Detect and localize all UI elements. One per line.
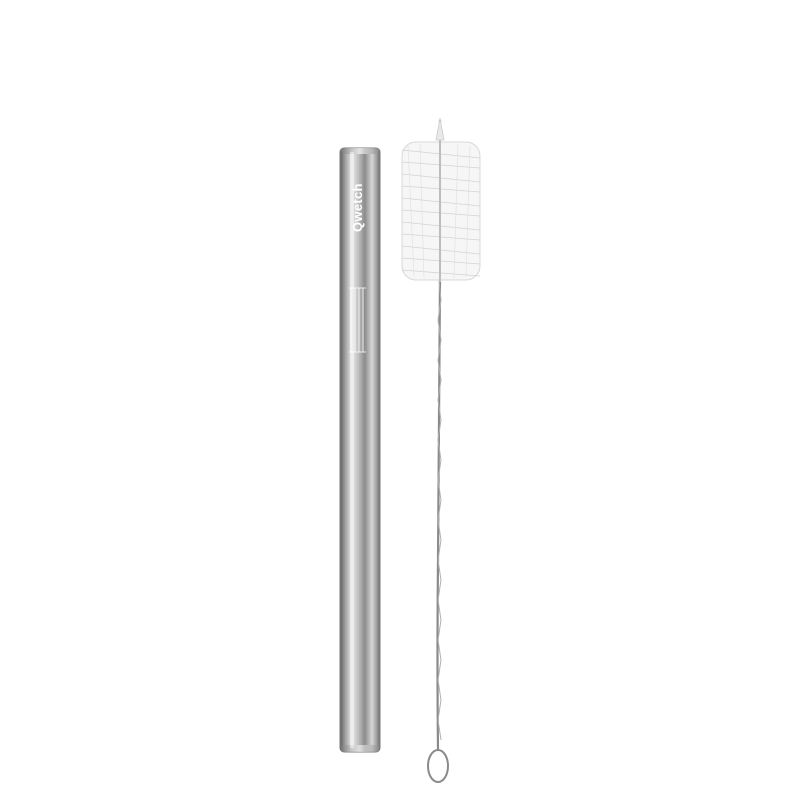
cleaning-brush (401, 117, 481, 783)
brush-tip (435, 117, 445, 141)
straw-brand-text: Qwetch (350, 183, 365, 232)
brush-wire-twist (437, 279, 442, 741)
straw-body (339, 147, 381, 753)
straw-highlight (350, 152, 354, 748)
straw-engraving-marks (349, 287, 366, 353)
brush-bristles (401, 140, 481, 282)
straw-bottom-rim (341, 745, 379, 752)
brush-loop (427, 749, 449, 783)
brush-wire-handle (436, 120, 442, 751)
straw-top-rim (341, 148, 379, 154)
stainless-steel-straw: Qwetch (339, 147, 381, 753)
